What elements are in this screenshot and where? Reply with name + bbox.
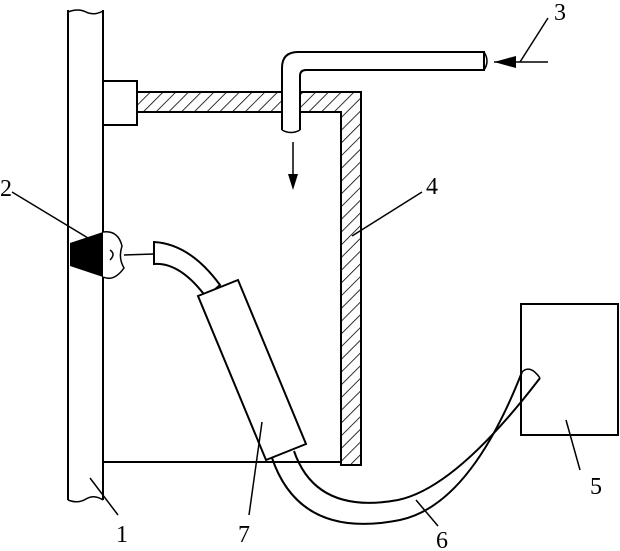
label-6: 6 [436,528,448,551]
label-5: 5 [590,474,602,500]
enclosure-wall [103,91,362,466]
cable-hose [271,368,541,525]
label-1: 1 [116,522,128,548]
mounting-block [102,80,138,126]
leader-lines [11,17,581,527]
label-4: 4 [426,174,438,200]
welding-torch [123,240,308,462]
label-7: 7 [238,522,250,548]
inlet-pipe [281,51,488,190]
label-2: 2 [0,176,12,202]
label-3: 3 [554,0,566,26]
inlet-flow-arrow [494,56,548,68]
power-supply-box [520,303,619,436]
weld-bead [70,231,125,280]
